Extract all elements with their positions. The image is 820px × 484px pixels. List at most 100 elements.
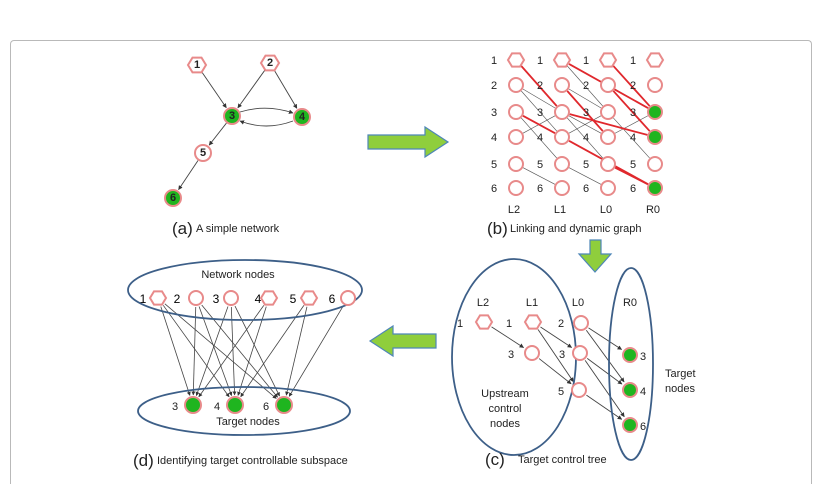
a-node-1 (186, 56, 208, 74)
b-node-c0-r1 (508, 77, 524, 93)
b-edge-1 (522, 88, 556, 109)
c-node-label-n3a: 3 (508, 349, 514, 361)
d-target-node-6 (275, 396, 293, 414)
b-red-edge-8 (614, 166, 649, 186)
c-edge-h2-n3b (540, 326, 573, 348)
c-layer-label-L0: L0 (572, 297, 584, 309)
c-node-n2 (573, 315, 589, 331)
b-row-label-c2-r3: 4 (583, 132, 589, 144)
d-network-label: Network nodes (201, 269, 275, 281)
b-edge-15 (613, 117, 650, 159)
c-node-label-h1: 1 (457, 318, 463, 330)
b-edge-10 (567, 117, 603, 159)
b-row-label-c0-r5: 6 (491, 183, 497, 195)
b-node-c3-r4 (647, 156, 663, 172)
a-node-3 (223, 107, 241, 125)
d-edge-3-3 (195, 306, 229, 396)
b-red-edge-5 (612, 90, 651, 132)
b-node-c1-r5 (554, 180, 570, 196)
d-edge-1-4 (162, 305, 230, 398)
c-target-ellipse (608, 267, 654, 461)
b-node-c3-r3 (647, 129, 663, 145)
c-upstream-label-1: Upstream (481, 388, 529, 400)
d-node-label-2: 2 (174, 292, 181, 306)
c-edge-n3b-t6 (584, 360, 625, 418)
c-node-label-n3b: 3 (559, 349, 565, 361)
c-edge-h1-n3a (491, 326, 524, 348)
d-target-node-label-4: 4 (214, 401, 220, 413)
b-layer-label-1: L1 (554, 204, 566, 216)
a-edge-2-3 (237, 70, 266, 109)
b-row-label-c2-r4: 5 (583, 159, 589, 171)
a-edge-3-5 (208, 122, 227, 146)
d-edge-1-3 (160, 306, 191, 396)
d-edge-2-6 (201, 304, 278, 398)
d-edge-4-4 (237, 306, 267, 396)
d-network-ellipse (127, 259, 363, 321)
a-caption-text: A simple network (196, 223, 280, 235)
d-target-node-4 (226, 396, 244, 414)
a-edge-2-4 (274, 70, 298, 109)
c-target-label-1: Target (665, 368, 696, 380)
b-row-label-c0-r3: 4 (491, 132, 497, 144)
d-edge-5-6 (285, 306, 308, 396)
b-row-label-c1-r5: 6 (537, 183, 543, 195)
b-row-label-c1-r4: 5 (537, 159, 543, 171)
b-row-label-c3-r4: 5 (630, 159, 636, 171)
c-node-label-n2: 2 (558, 318, 564, 330)
b-row-label-c2-r5: 6 (583, 183, 589, 195)
d-edge-3-6 (234, 305, 280, 397)
d-node-label-4: 4 (255, 292, 262, 306)
a-node-5 (194, 144, 212, 162)
b-red-edge-2 (566, 90, 604, 132)
b-red-edge-3 (612, 65, 651, 107)
b-row-label-c2-r2: 3 (583, 107, 589, 119)
b-node-c2-r4 (600, 156, 616, 172)
c-node-n3b (572, 345, 588, 361)
b-edge-7 (567, 65, 603, 107)
d-target-ellipse (137, 386, 351, 436)
b-edge-12 (568, 167, 602, 185)
d-node-label-1: 1 (140, 292, 147, 306)
b-row-label-c1-r2: 3 (537, 107, 543, 119)
b-edge-3 (521, 117, 557, 159)
b-node-c3-r5 (647, 180, 663, 196)
c-caption-letter: (c) (485, 450, 505, 469)
c-node-label-n5: 5 (558, 386, 564, 398)
c-edge-n2-t4 (585, 329, 625, 383)
c-node-n5 (571, 382, 587, 398)
b-row-label-c0-r1: 2 (491, 80, 497, 92)
b-red-edge-4 (569, 113, 648, 136)
d-edge-1-6 (164, 303, 277, 399)
right-transition-arrow (367, 125, 450, 159)
c-node-t6 (622, 417, 638, 433)
c-node-t3 (622, 347, 638, 363)
d-node-label-6: 6 (329, 292, 336, 306)
d-target-node-3 (184, 396, 202, 414)
b-node-c1-r2 (554, 104, 570, 120)
b-red-edge-0 (520, 65, 558, 107)
b-row-label-c1-r3: 4 (537, 132, 543, 144)
b-row-label-c2-r1: 2 (583, 80, 589, 92)
left-transition-arrow (368, 324, 437, 358)
a-edge-1-3 (201, 72, 227, 109)
a-node-6 (164, 189, 182, 207)
d-edge-2-3 (191, 306, 197, 396)
c-edge-n2-t3 (588, 327, 623, 350)
a-node-label-2: 2 (267, 57, 273, 69)
c-edge-n5-t6 (586, 394, 623, 420)
d-node-1 (148, 290, 168, 306)
c-edge-n3b-t4 (586, 357, 623, 385)
down-transition-arrow (577, 239, 613, 273)
c-node-label-t4: 4 (640, 386, 646, 398)
b-node-c3-r1 (647, 77, 663, 93)
c-node-n3a (524, 345, 540, 361)
b-caption-letter: (b) (487, 219, 508, 238)
c-node-label-t3: 3 (640, 351, 646, 363)
c-node-h1 (474, 314, 494, 330)
b-node-c1-r4 (554, 156, 570, 172)
d-caption-letter: (d) (133, 451, 154, 470)
c-layer-label-R0: R0 (623, 297, 637, 309)
